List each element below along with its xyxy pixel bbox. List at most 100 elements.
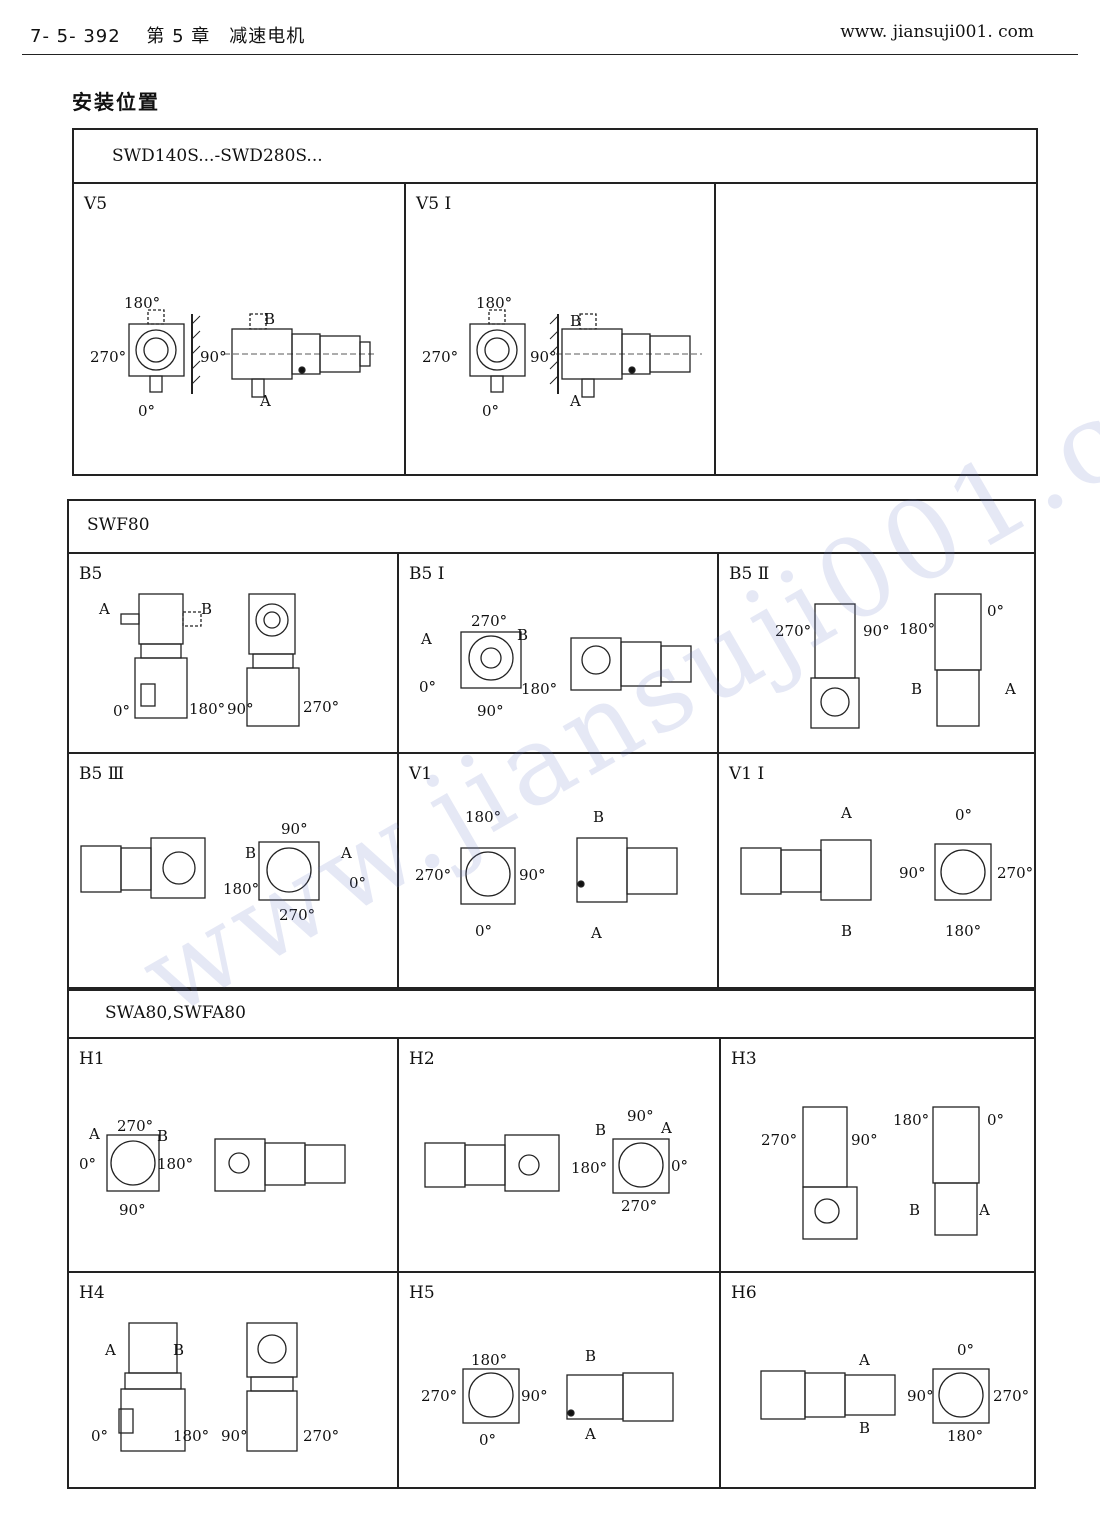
label-0: 0° xyxy=(91,1427,108,1445)
cell-h4: H4 A B 0° 180° 90° 270° xyxy=(69,1273,399,1487)
label-180: 180° xyxy=(945,922,981,940)
label-a: A xyxy=(840,804,852,822)
cell-label: V5 xyxy=(84,194,108,214)
label-b: B xyxy=(173,1341,184,1359)
cell-label: V1 xyxy=(409,764,433,784)
label-b: B xyxy=(585,1347,596,1365)
table-swd-title: SWD140S...-SWD280S... xyxy=(112,146,323,166)
gear-side-view xyxy=(224,313,374,398)
label-a: A xyxy=(858,1351,870,1369)
label-0: 0° xyxy=(479,1431,496,1449)
diagram-h2: 90° B A 180° 0° 270° xyxy=(424,1107,688,1215)
label-a: A xyxy=(88,1125,100,1143)
cell-label: H6 xyxy=(731,1283,757,1303)
label-0: 0° xyxy=(987,1111,1004,1129)
diagram-h6: A B 0° 90° 270° 180° xyxy=(760,1341,1029,1445)
label-a: A xyxy=(584,1425,596,1443)
cell-h6: H6 A B 0° 90° 270° 180° xyxy=(721,1273,1034,1487)
label-270: 270° xyxy=(303,1427,339,1445)
label-90: 90° xyxy=(281,820,308,838)
cell-b5-2: B5 Ⅱ 270° 90° 180° 0° B A xyxy=(719,554,1034,754)
label-0: 0° xyxy=(475,922,492,940)
cell-empty xyxy=(716,184,1036,474)
label-90: 90° xyxy=(907,1387,934,1405)
label-b: B xyxy=(909,1201,920,1219)
label-270: 270° xyxy=(303,698,339,716)
cell-label: V5 Ⅰ xyxy=(416,194,452,214)
label-270: 270° xyxy=(279,906,315,924)
cell-v5-1: V5 Ⅰ 180° 270° 90° xyxy=(406,184,716,474)
label-180: 180° xyxy=(157,1155,193,1173)
cell-v1: V1 180° 270° 90° 0° B A xyxy=(399,754,719,989)
label-90: 90° xyxy=(221,1427,248,1445)
label-270: 270° xyxy=(993,1387,1029,1405)
cell-h5: H5 180° 270° 90° 0° B A xyxy=(399,1273,721,1487)
cell-b5-1: B5 Ⅰ 270° A B 0° 180° 90° xyxy=(399,554,719,754)
angle-left: 270° xyxy=(422,348,458,366)
label-b: B xyxy=(595,1121,606,1139)
label-a: A xyxy=(98,600,110,618)
diagram-v1: 180° 270° 90° 0° B A xyxy=(415,808,678,942)
cell-b5: B5 A B 0° 180° 90° 270° xyxy=(69,554,399,754)
label-0: 0° xyxy=(671,1157,688,1175)
cell-label: B5 xyxy=(79,564,103,584)
cell-h1: H1 270° A B 0° 180° 90° xyxy=(69,1039,399,1273)
label-b: B xyxy=(245,844,256,862)
label-0: 0° xyxy=(957,1341,974,1359)
label-270: 270° xyxy=(415,866,451,884)
header-rule xyxy=(22,54,1078,55)
cell-h3: H3 270° 90° 180° 0° B A xyxy=(721,1039,1034,1273)
label-0: 0° xyxy=(349,874,366,892)
diagram-b5: A B 0° 180° 90° 270° xyxy=(98,593,339,727)
angle-right: 90° xyxy=(200,348,227,366)
label-180: 180° xyxy=(893,1111,929,1129)
label-180: 180° xyxy=(899,620,935,638)
diagram-v5: 180° 270° 90° 0° B A xyxy=(90,294,374,420)
page-header-left: 7- 5- 392 第 5 章 减速电机 xyxy=(30,26,306,47)
label-90: 90° xyxy=(851,1131,878,1149)
label-270: 270° xyxy=(471,612,507,630)
table-swd: SWD140S...-SWD280S... V5 xyxy=(72,128,1038,476)
label-a: A xyxy=(660,1119,672,1137)
label-90: 90° xyxy=(627,1107,654,1125)
label-270: 270° xyxy=(117,1117,153,1135)
label-180: 180° xyxy=(571,1159,607,1177)
shaft-a: A xyxy=(259,392,271,410)
label-a: A xyxy=(340,844,352,862)
cell-label: H4 xyxy=(79,1283,105,1303)
label-b: B xyxy=(517,626,528,644)
cell-label: H5 xyxy=(409,1283,435,1303)
section-title: 安装位置 xyxy=(72,90,160,114)
table-swd-title-row: SWD140S...-SWD280S... xyxy=(74,130,1036,184)
label-180: 180° xyxy=(471,1351,507,1369)
label-0: 0° xyxy=(79,1155,96,1173)
label-b: B xyxy=(201,600,212,618)
label-b: B xyxy=(911,680,922,698)
angle-top: 180° xyxy=(476,294,512,312)
gear-front-view xyxy=(128,309,201,394)
angle-bottom: 0° xyxy=(482,402,499,420)
label-90: 90° xyxy=(863,622,890,640)
diagram-b5-2: 270° 90° 180° 0° B A xyxy=(775,593,1016,729)
label-90: 90° xyxy=(519,866,546,884)
angle-left: 270° xyxy=(90,348,126,366)
angle-right: 90° xyxy=(530,348,557,366)
page-header-url: www. jiansuji001. com xyxy=(840,22,1034,42)
label-180: 180° xyxy=(521,680,557,698)
label-a: A xyxy=(590,924,602,942)
label-90: 90° xyxy=(521,1387,548,1405)
label-a: A xyxy=(978,1201,990,1219)
label-90: 90° xyxy=(119,1201,146,1219)
cell-v1-1: V1 Ⅰ A B 0° 90° 270° 180° xyxy=(719,754,1034,989)
label-b: B xyxy=(593,808,604,826)
angle-top: 180° xyxy=(124,294,160,312)
label-180: 180° xyxy=(223,880,259,898)
cell-label: B5 Ⅲ xyxy=(79,764,125,784)
label-0: 0° xyxy=(113,702,130,720)
label-270: 270° xyxy=(621,1197,657,1215)
label-90: 90° xyxy=(477,702,504,720)
label-180: 180° xyxy=(465,808,501,826)
cell-label: B5 Ⅱ xyxy=(729,564,770,584)
label-0: 0° xyxy=(419,678,436,696)
diagram-b5-3: 90° B A 180° 0° 270° xyxy=(80,820,366,924)
